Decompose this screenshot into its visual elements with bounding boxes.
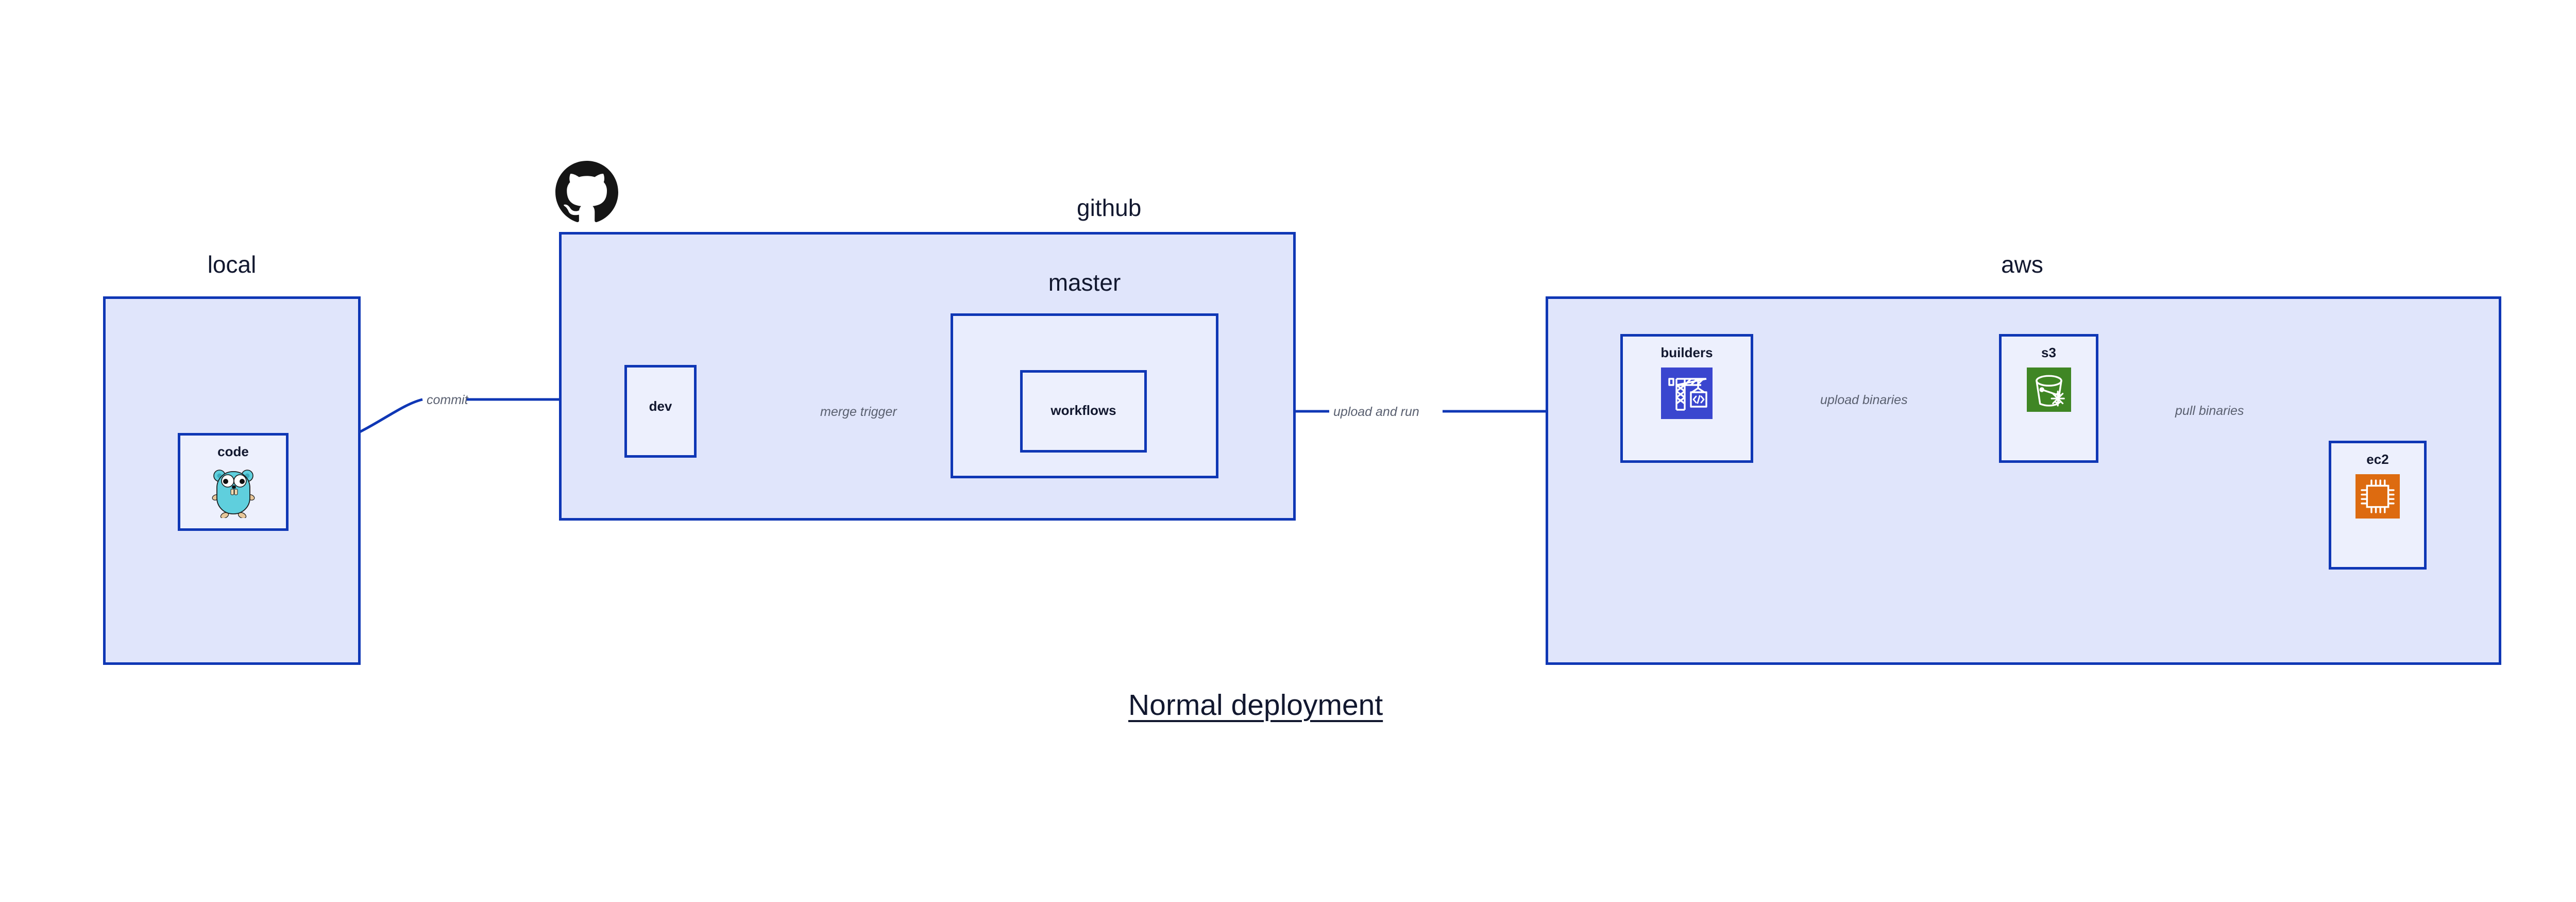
node-s3[interactable]: s3: [1999, 334, 2098, 463]
aws-codebuild-icon: [1661, 368, 1713, 419]
aws-ec2-chip-icon: [2355, 474, 2400, 519]
group-label-aws: aws: [2001, 251, 2043, 278]
edge-label-upload-and-run: upload and run: [1333, 405, 1419, 419]
node-label-s3: s3: [2041, 345, 2056, 360]
edge-label-pull-binaries: pull binaries: [2175, 404, 2244, 418]
go-gopher-icon: [211, 466, 256, 519]
node-builders[interactable]: builders: [1620, 334, 1753, 463]
edge-label-commit: commit: [427, 393, 468, 407]
node-label-ec2: ec2: [2366, 452, 2389, 467]
aws-s3-bucket-icon: [2026, 368, 2071, 412]
node-label-builders: builders: [1660, 345, 1713, 360]
group-label-local: local: [207, 251, 257, 278]
node-label-code: code: [217, 444, 249, 459]
node-label-workflows: workflows: [1050, 403, 1116, 418]
node-workflows[interactable]: workflows: [1020, 370, 1147, 453]
group-label-master: master: [1048, 269, 1121, 296]
node-label-dev: dev: [649, 398, 672, 414]
edge-label-merge-trigger: merge trigger: [820, 405, 897, 419]
edge-label-upload-binaries: upload binaries: [1820, 393, 1908, 407]
diagram-title: Normal deployment: [1128, 689, 1383, 722]
node-ec2[interactable]: ec2: [2329, 441, 2427, 570]
node-code[interactable]: code: [178, 433, 289, 531]
github-octocat-logo: [555, 161, 618, 224]
group-label-github: github: [1077, 194, 1142, 221]
node-dev[interactable]: dev: [624, 365, 697, 458]
